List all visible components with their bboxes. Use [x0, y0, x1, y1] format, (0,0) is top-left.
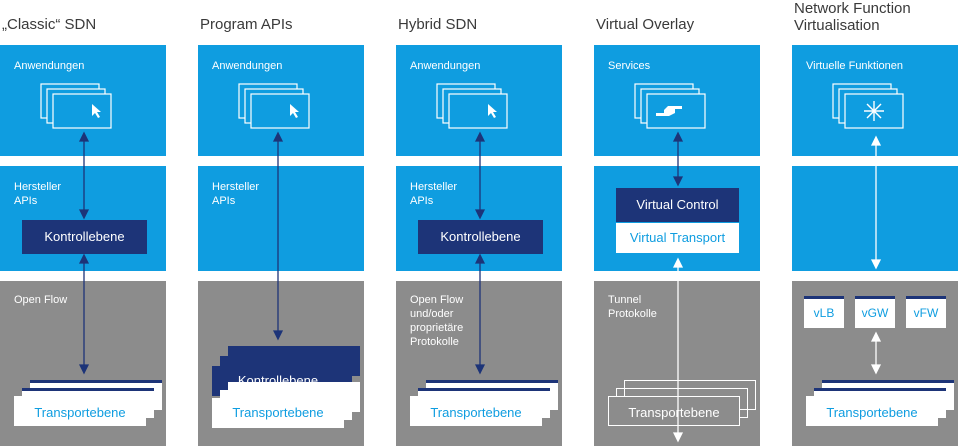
control-plane-box: Kontrollebene — [418, 220, 543, 254]
applications-layer: Anwendungen — [198, 45, 364, 156]
layer-label: Services — [608, 60, 651, 72]
layer-label: Anwendungen — [212, 60, 283, 72]
transport-card-front — [806, 396, 938, 426]
column-title: „Classic“ SDN — [2, 16, 97, 33]
layer-label: Hersteller APIs — [212, 181, 260, 207]
column-title: Hybrid SDN — [398, 16, 478, 33]
applications-layer: Anwendungen — [0, 45, 166, 156]
control-plane-box: Kontrollebene — [22, 220, 147, 254]
function-vfw: vFW — [906, 296, 946, 328]
transport-card-front — [608, 396, 740, 426]
layer-label: Anwendungen — [410, 60, 481, 72]
functions-layer: Virtuelle Funktionen — [792, 45, 958, 156]
layer-label: Open Flow und/oder proprietäre Protokoll… — [410, 294, 464, 348]
column-program-apis: Program APIs Anwendungen Hersteller APIs… — [198, 0, 364, 446]
transport-card-front — [14, 396, 146, 426]
layer-label: Hersteller APIs — [14, 181, 62, 207]
layer-label: Open Flow — [14, 294, 68, 306]
api-layer: Hersteller APIs — [198, 166, 364, 271]
function-vgw: vGW — [855, 296, 895, 328]
applications-layer: Anwendungen — [396, 45, 562, 156]
column-nfv: Network Function Virtualisation Virtuell… — [792, 0, 958, 446]
column-virtual-overlay: Virtual Overlay Services Tunnel Protokol… — [594, 0, 760, 446]
column-title: Program APIs — [200, 16, 293, 33]
column-title: Virtual Overlay — [596, 16, 695, 33]
virtual-layer — [792, 166, 958, 271]
api-layer: Hersteller APIs — [396, 166, 562, 271]
layer-label: Anwendungen — [14, 60, 85, 72]
virtual-control-box: Virtual Control — [616, 188, 739, 222]
services-layer: Services — [594, 45, 760, 156]
layer-label: Hersteller APIs — [410, 181, 458, 207]
transport-label: Transportebene — [430, 405, 522, 420]
layer-label: Virtuelle Funktionen — [806, 60, 904, 72]
column-hybrid-sdn: Hybrid SDN Anwendungen Hersteller APIs O… — [396, 0, 562, 446]
transport-card-front — [212, 398, 344, 428]
transport-label: Transportebene — [232, 405, 324, 420]
column-classic-sdn: „Classic“ SDN Anwendungen Hersteller API… — [0, 0, 166, 446]
transport-label: Transportebene — [34, 405, 126, 420]
function-vlb: vLB — [804, 296, 844, 328]
transport-card-front — [410, 396, 542, 426]
column-title: Network Function Virtualisation — [794, 0, 911, 34]
layer-label: Tunnel Protokolle — [608, 294, 657, 320]
transport-label: Transportebene — [628, 405, 720, 420]
transport-label: Transportebene — [826, 405, 918, 420]
api-layer: Hersteller APIs — [0, 166, 166, 271]
virtual-transport-box: Virtual Transport — [616, 223, 739, 253]
